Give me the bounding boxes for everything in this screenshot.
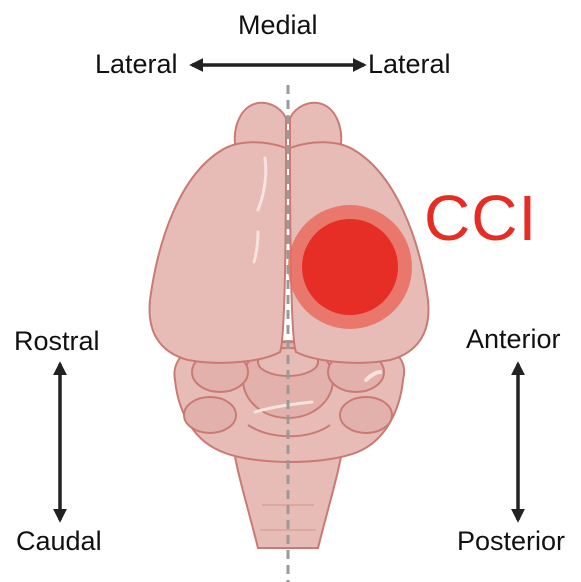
label-medial: Medial [238,12,318,39]
label-posterior: Posterior [457,528,565,555]
label-lateral-right: Lateral [368,51,451,78]
label-rostral: Rostral [14,328,100,355]
label-anterior: Anterior [466,326,561,353]
label-caudal: Caudal [16,528,102,555]
injury-core [302,219,398,315]
label-lateral-left: Lateral [95,51,178,78]
label-cci-injury: CCI [424,186,537,250]
